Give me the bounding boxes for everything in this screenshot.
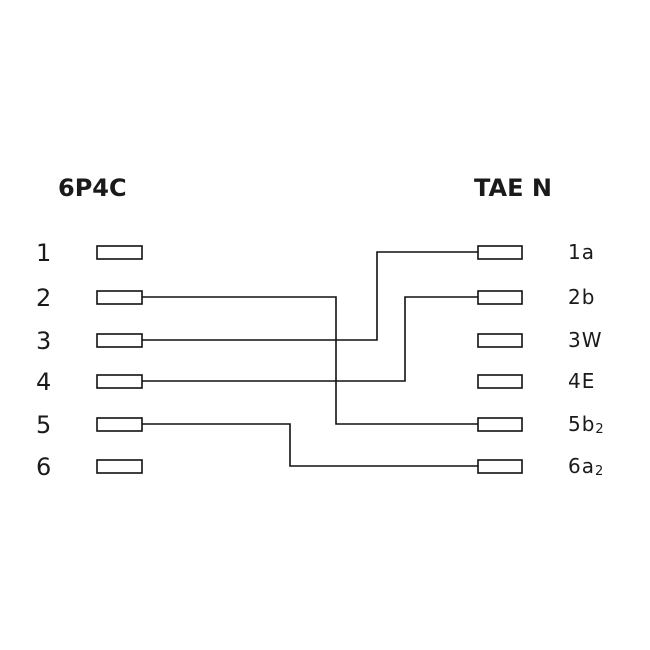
left-pin-number: 1 — [36, 239, 51, 267]
left-pin-number: 5 — [36, 411, 51, 439]
right-connector-title: TAE N — [474, 174, 552, 202]
left-pin-group: 1 2 3 4 5 6 — [36, 239, 143, 481]
left-connector-title: 6P4C — [58, 174, 127, 202]
left-pin-number: 2 — [36, 284, 51, 312]
right-pin-label: 3W — [568, 328, 603, 352]
left-pin-contact — [96, 417, 143, 432]
right-pin-contact — [477, 333, 523, 348]
right-pin-contact — [477, 374, 523, 389]
right-pin-label: 5b2 — [568, 412, 605, 437]
right-pin-contact — [477, 245, 523, 260]
wire-2-to-5b2 — [142, 296, 478, 425]
wire-4-to-2b — [142, 296, 478, 382]
wire-5-to-6a2 — [142, 423, 478, 467]
right-pin-label: 6a2 — [568, 454, 604, 479]
right-pin-label: 2b — [568, 285, 595, 309]
left-pin-contact — [96, 245, 143, 260]
right-pin-label-main: 1a — [568, 240, 595, 264]
right-pin-label-subscript: 2 — [595, 422, 604, 437]
right-pin-contact — [477, 417, 523, 432]
left-pin-number: 4 — [36, 368, 51, 396]
right-pin-contact — [477, 459, 523, 474]
wire-group — [142, 251, 478, 467]
wire-3-to-1a — [142, 251, 478, 341]
right-pin-label-main: 5b — [568, 412, 595, 436]
left-pin-contact — [96, 290, 143, 305]
left-pin-contact — [96, 459, 143, 474]
right-pin-contact — [477, 290, 523, 305]
right-pin-label-main: 2b — [568, 285, 595, 309]
left-pin-contact — [96, 333, 143, 348]
right-pin-label-main: 3W — [568, 328, 603, 352]
right-pin-label-subscript: 2 — [595, 464, 604, 479]
left-pin-number: 6 — [36, 453, 51, 481]
left-pin-contact — [96, 374, 143, 389]
right-pin-label-main: 4E — [568, 369, 595, 393]
right-pin-label: 1a — [568, 240, 595, 264]
right-pin-label-main: 6a — [568, 454, 595, 478]
right-pin-label: 4E — [568, 369, 595, 393]
left-pin-number: 3 — [36, 327, 51, 355]
